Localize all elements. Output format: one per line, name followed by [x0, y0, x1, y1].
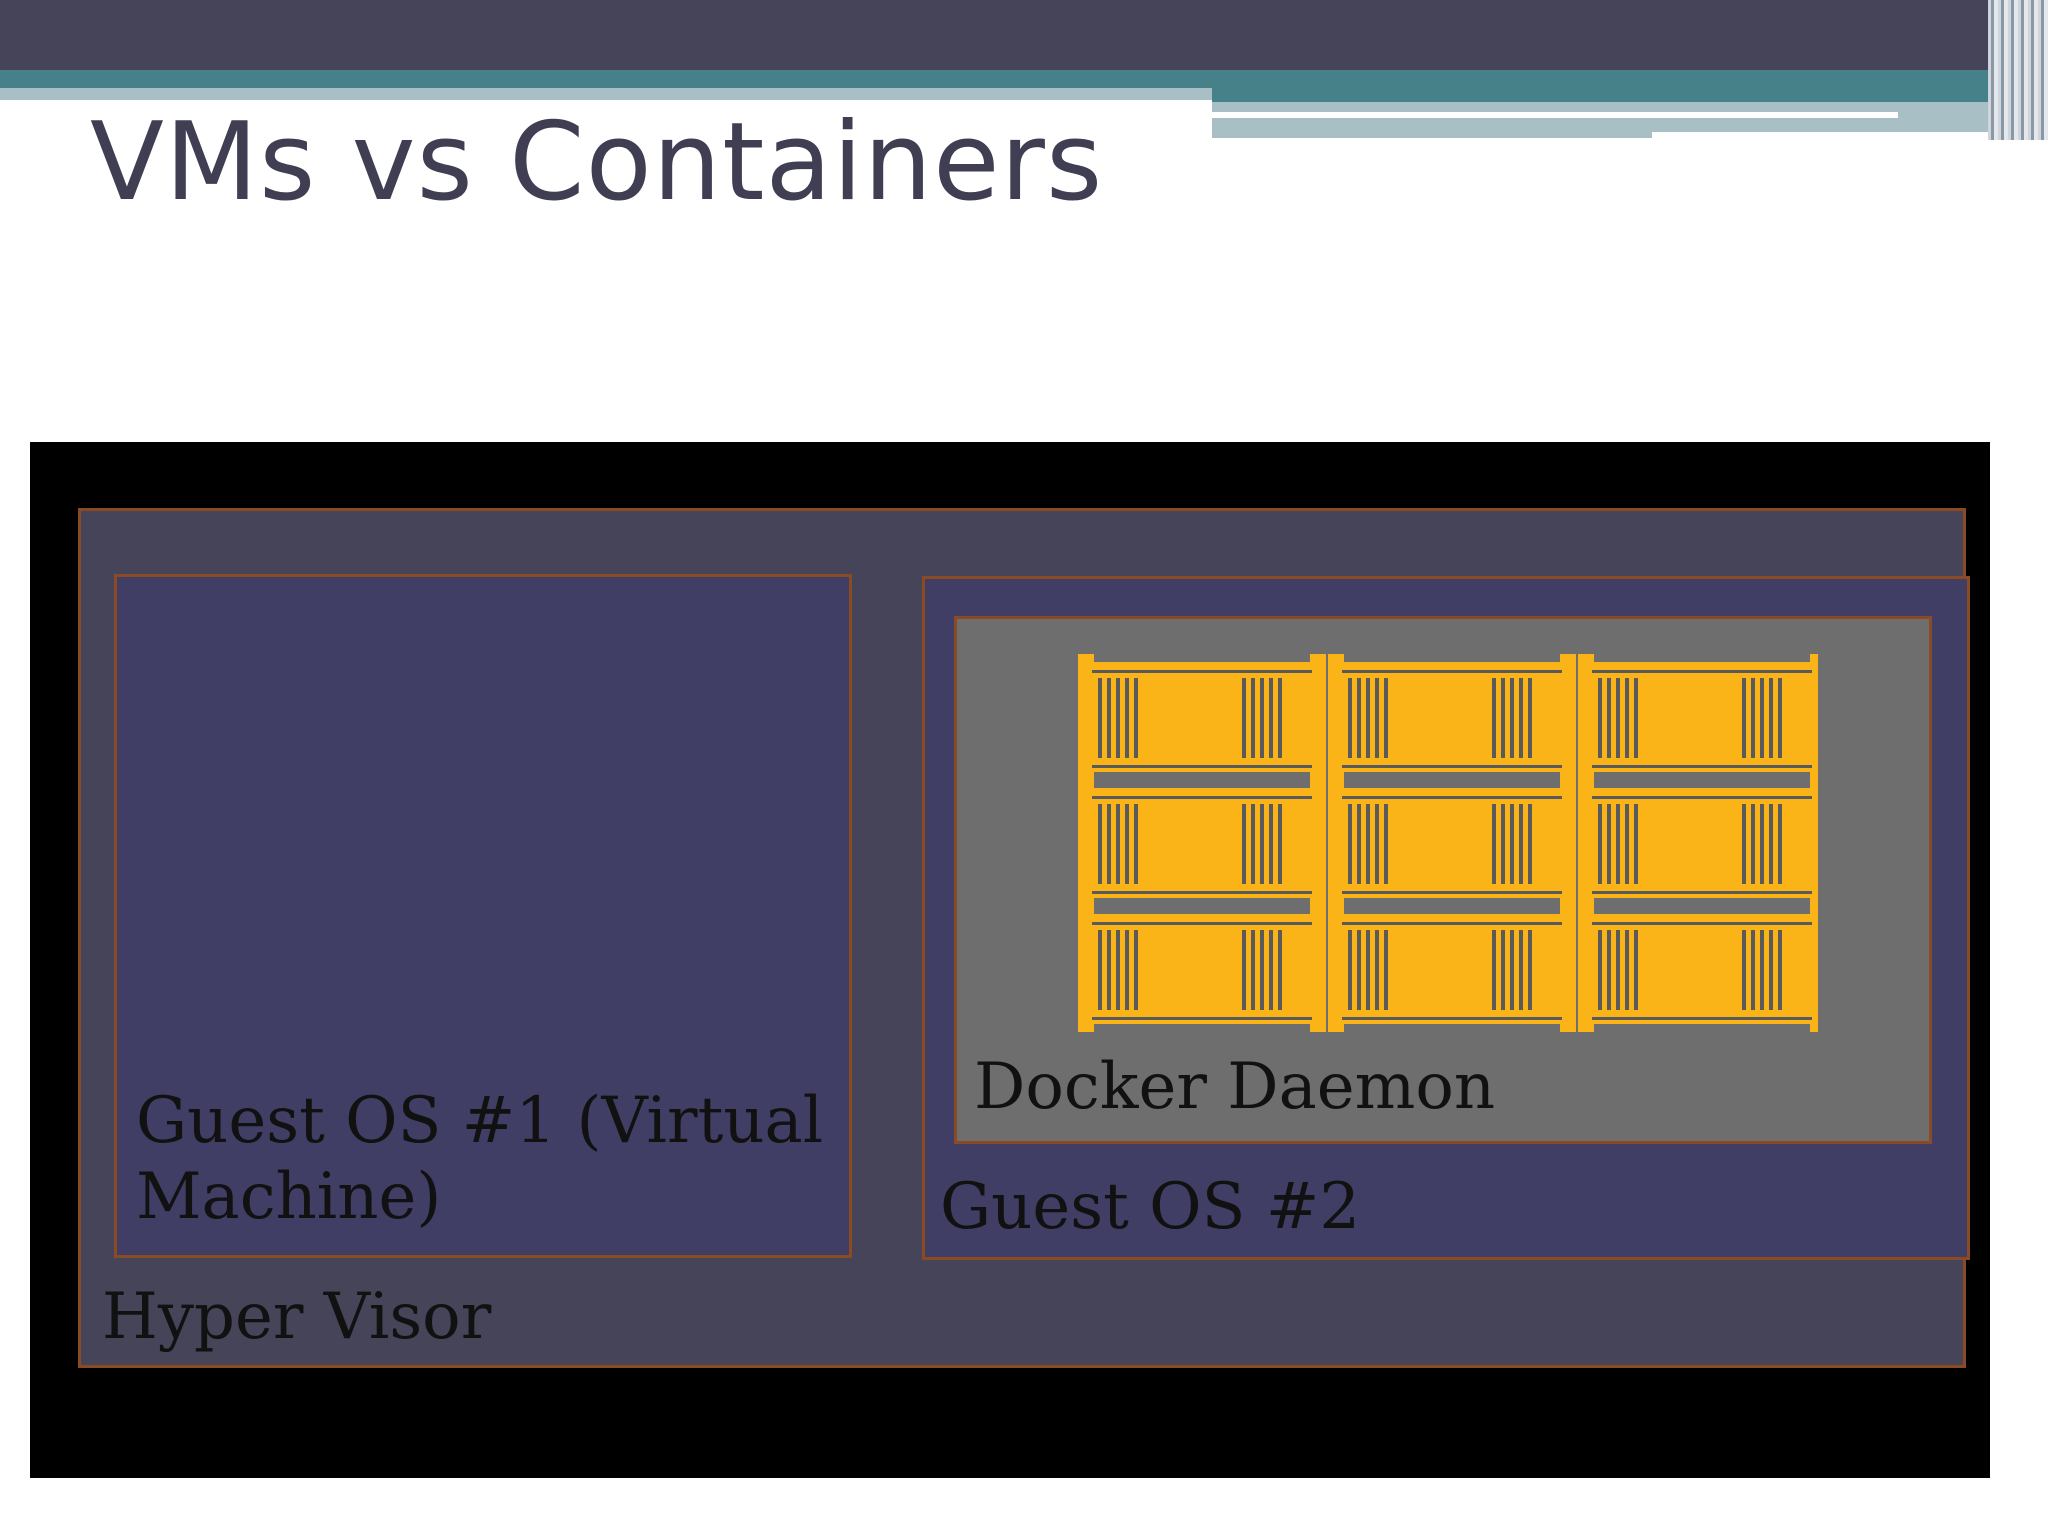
header-teal-bar-right	[1212, 88, 2048, 102]
header-light-bar-left	[0, 88, 1212, 100]
header-teal-bar	[0, 70, 2048, 88]
shipping-container-icon	[1078, 780, 1326, 906]
shipping-container-icon	[1578, 780, 1818, 906]
guest-os-2-label: Guest OS #2	[940, 1170, 1361, 1244]
containers-grid	[1078, 654, 1818, 1032]
shipping-container-icon	[1578, 654, 1818, 780]
shipping-container-icon	[1078, 906, 1326, 1032]
guest-os-1-box	[114, 574, 852, 1258]
shipping-container-icon	[1578, 906, 1818, 1032]
docker-daemon-label: Docker Daemon	[974, 1050, 1496, 1124]
header-dark-bar	[0, 0, 2048, 70]
shipping-container-icon	[1328, 654, 1576, 780]
shipping-container-icon	[1078, 654, 1326, 780]
shipping-container-icon	[1328, 780, 1576, 906]
guest-os-1-label: Guest OS #1 (Virtual Machine)	[136, 1084, 824, 1234]
hypervisor-label: Hyper Visor	[102, 1280, 492, 1354]
header-white-block	[1652, 132, 2010, 144]
architecture-diagram: Docker Daemon Guest OS #1 (Virtual Machi…	[30, 442, 1990, 1478]
shipping-container-icon	[1328, 906, 1576, 1032]
header-corner-stripes	[1988, 0, 2048, 140]
slide-title: VMs vs Containers	[90, 100, 1104, 225]
header-white-line	[1212, 112, 1898, 118]
